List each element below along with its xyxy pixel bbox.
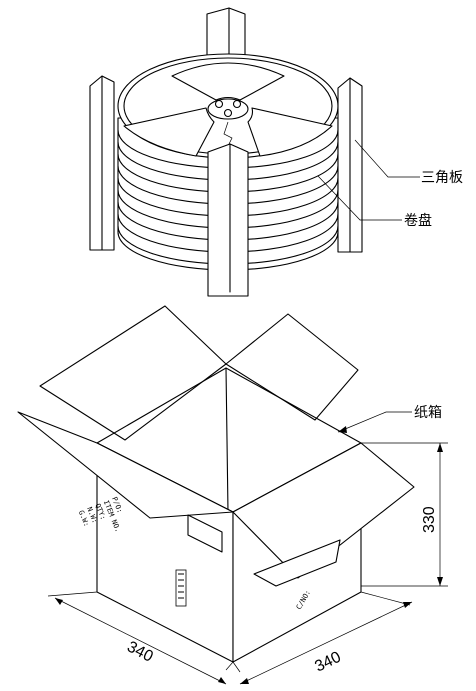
corner-board-right <box>337 77 363 253</box>
dimension-width: 340 <box>124 638 156 665</box>
reel-stack-assembly <box>89 7 420 297</box>
dimension-depth: 340 <box>312 649 344 676</box>
corner-board-leader <box>354 139 420 178</box>
carton-handle-left <box>187 514 223 553</box>
carton-stamp <box>175 569 187 607</box>
carton-flap-front-right <box>232 442 415 579</box>
label-carton: 纸箱 <box>414 405 442 421</box>
reel-stack <box>117 53 339 271</box>
label-corner-board: 三角板 <box>421 170 463 186</box>
reel-leader <box>317 175 402 221</box>
corner-board-front <box>207 143 249 297</box>
label-reel: 卷盘 <box>404 212 432 229</box>
carton-flap-back-left <box>39 305 227 441</box>
carton-assembly: P/O: ITEM NO. QTY: N.W: G.W: C/NO: <box>17 305 415 663</box>
corner-board-back <box>206 7 246 61</box>
dimension-height: 330 <box>421 506 438 533</box>
corner-board-left <box>89 75 115 251</box>
carton-handle-right <box>253 539 341 587</box>
dimension-lines <box>47 442 448 685</box>
carton-leader <box>337 411 412 433</box>
